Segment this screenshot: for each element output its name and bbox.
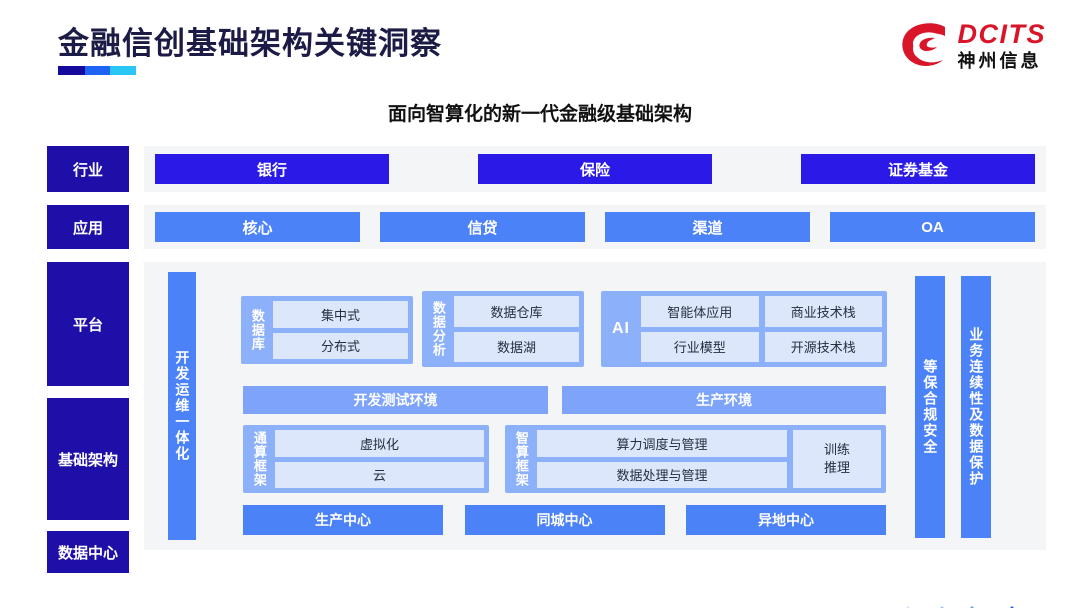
group-intelligent-framework: 智算框架 算力调度与管理 数据处理与管理 训练 推理 (505, 425, 886, 493)
cell-data-lake[interactable]: 数据湖 (454, 331, 579, 362)
ai-column-2: 商业技术栈 开源技术栈 (764, 296, 882, 362)
group-label-general-framework: 通算框架 (251, 431, 267, 487)
cell-virtualization[interactable]: 虚拟化 (275, 430, 484, 457)
underline-segment-2 (84, 66, 111, 75)
cell-distributed[interactable]: 分布式 (273, 332, 408, 359)
underline-segment-1 (58, 66, 85, 75)
group-label-analytics: 数据分析 (430, 301, 446, 357)
group-label-intelligent-framework: 智算框架 (513, 431, 529, 487)
rail-label-infrastructure: 基础架构 (47, 398, 129, 520)
logo-text: DCITS 神州信息 (957, 18, 1047, 71)
dcits-swoosh-icon (901, 23, 945, 66)
application-chip-oa[interactable]: OA (830, 212, 1035, 242)
logo-cn-text: 神州信息 (957, 50, 1042, 71)
application-row: 核心 信贷 渠道 OA (155, 212, 1035, 242)
cell-commercial-stack[interactable]: 商业技术栈 (764, 296, 882, 327)
sidebar-security[interactable]: 等保合规安全 (915, 276, 945, 538)
application-chip-channel[interactable]: 渠道 (605, 212, 810, 242)
environment-dev[interactable]: 开发测试环境 (243, 386, 548, 414)
datacenter-row: 生产中心 同城中心 异地中心 (243, 505, 886, 535)
cell-data-warehouse[interactable]: 数据仓库 (454, 296, 579, 327)
company-logo: DCITS 神州信息 (899, 20, 1047, 70)
datacenter-chip-production[interactable]: 生产中心 (243, 505, 443, 535)
rail-label-application: 应用 (47, 205, 129, 249)
environment-prod[interactable]: 生产环境 (562, 386, 886, 414)
group-database: 数据库 集中式 分布式 (241, 296, 413, 364)
group-ai: AI 智能体应用 行业模型 商业技术栈 开源技术栈 (601, 291, 887, 367)
ai-column-1: 智能体应用 行业模型 (641, 296, 759, 362)
industry-chip-bank[interactable]: 银行 (155, 154, 389, 184)
cell-centralized[interactable]: 集中式 (273, 301, 408, 328)
ai-columns: 智能体应用 行业模型 商业技术栈 开源技术栈 (641, 296, 882, 362)
cell-opensource-stack[interactable]: 开源技术栈 (764, 331, 882, 362)
underline-segment-3 (110, 66, 136, 75)
group-analytics: 数据分析 数据仓库 数据湖 (422, 291, 584, 367)
rail-label-platform: 平台 (47, 262, 129, 386)
industry-chip-securities[interactable]: 证券基金 (801, 154, 1035, 184)
train-inference-text: 训练 推理 (823, 442, 850, 475)
application-chip-credit[interactable]: 信贷 (380, 212, 585, 242)
page-title: 金融信创基础架构关键洞察 (58, 26, 442, 61)
sidebar-continuity[interactable]: 业务连续性及数据保护 (961, 276, 991, 538)
cell-industry-model[interactable]: 行业模型 (641, 331, 759, 362)
industry-chip-insurance[interactable]: 保险 (478, 154, 712, 184)
industry-row: 银行 保险 证券基金 (155, 154, 1035, 184)
database-cells: 集中式 分布式 (273, 301, 408, 359)
group-label-database: 数据库 (249, 309, 265, 351)
cell-data-processing[interactable]: 数据处理与管理 (537, 461, 787, 488)
sidebar-devops[interactable]: 开发运维一体化 (168, 272, 196, 540)
rail-label-industry: 行业 (47, 146, 129, 192)
datacenter-chip-same-city[interactable]: 同城中心 (464, 505, 665, 535)
page-subtitle: 面向智算化的新一代金融级基础架构 (387, 104, 692, 125)
cell-train-inference[interactable]: 训练 推理 (793, 430, 881, 488)
application-chip-core[interactable]: 核心 (155, 212, 360, 242)
title-underline (58, 66, 136, 75)
intelligent-framework-cells: 算力调度与管理 数据处理与管理 (537, 430, 787, 488)
group-general-framework: 通算框架 虚拟化 云 (243, 425, 489, 493)
logo-en-text: DCITS (957, 18, 1046, 49)
general-framework-cells: 虚拟化 云 (275, 430, 484, 488)
rail-label-datacenter: 数据中心 (47, 531, 129, 573)
analytics-cells: 数据仓库 数据湖 (454, 296, 579, 362)
group-label-ai: AI (612, 319, 630, 337)
datacenter-chip-remote[interactable]: 异地中心 (686, 505, 886, 535)
cell-agent-application[interactable]: 智能体应用 (641, 296, 759, 327)
cell-cloud[interactable]: 云 (275, 461, 484, 488)
cell-compute-scheduling[interactable]: 算力调度与管理 (537, 430, 787, 457)
